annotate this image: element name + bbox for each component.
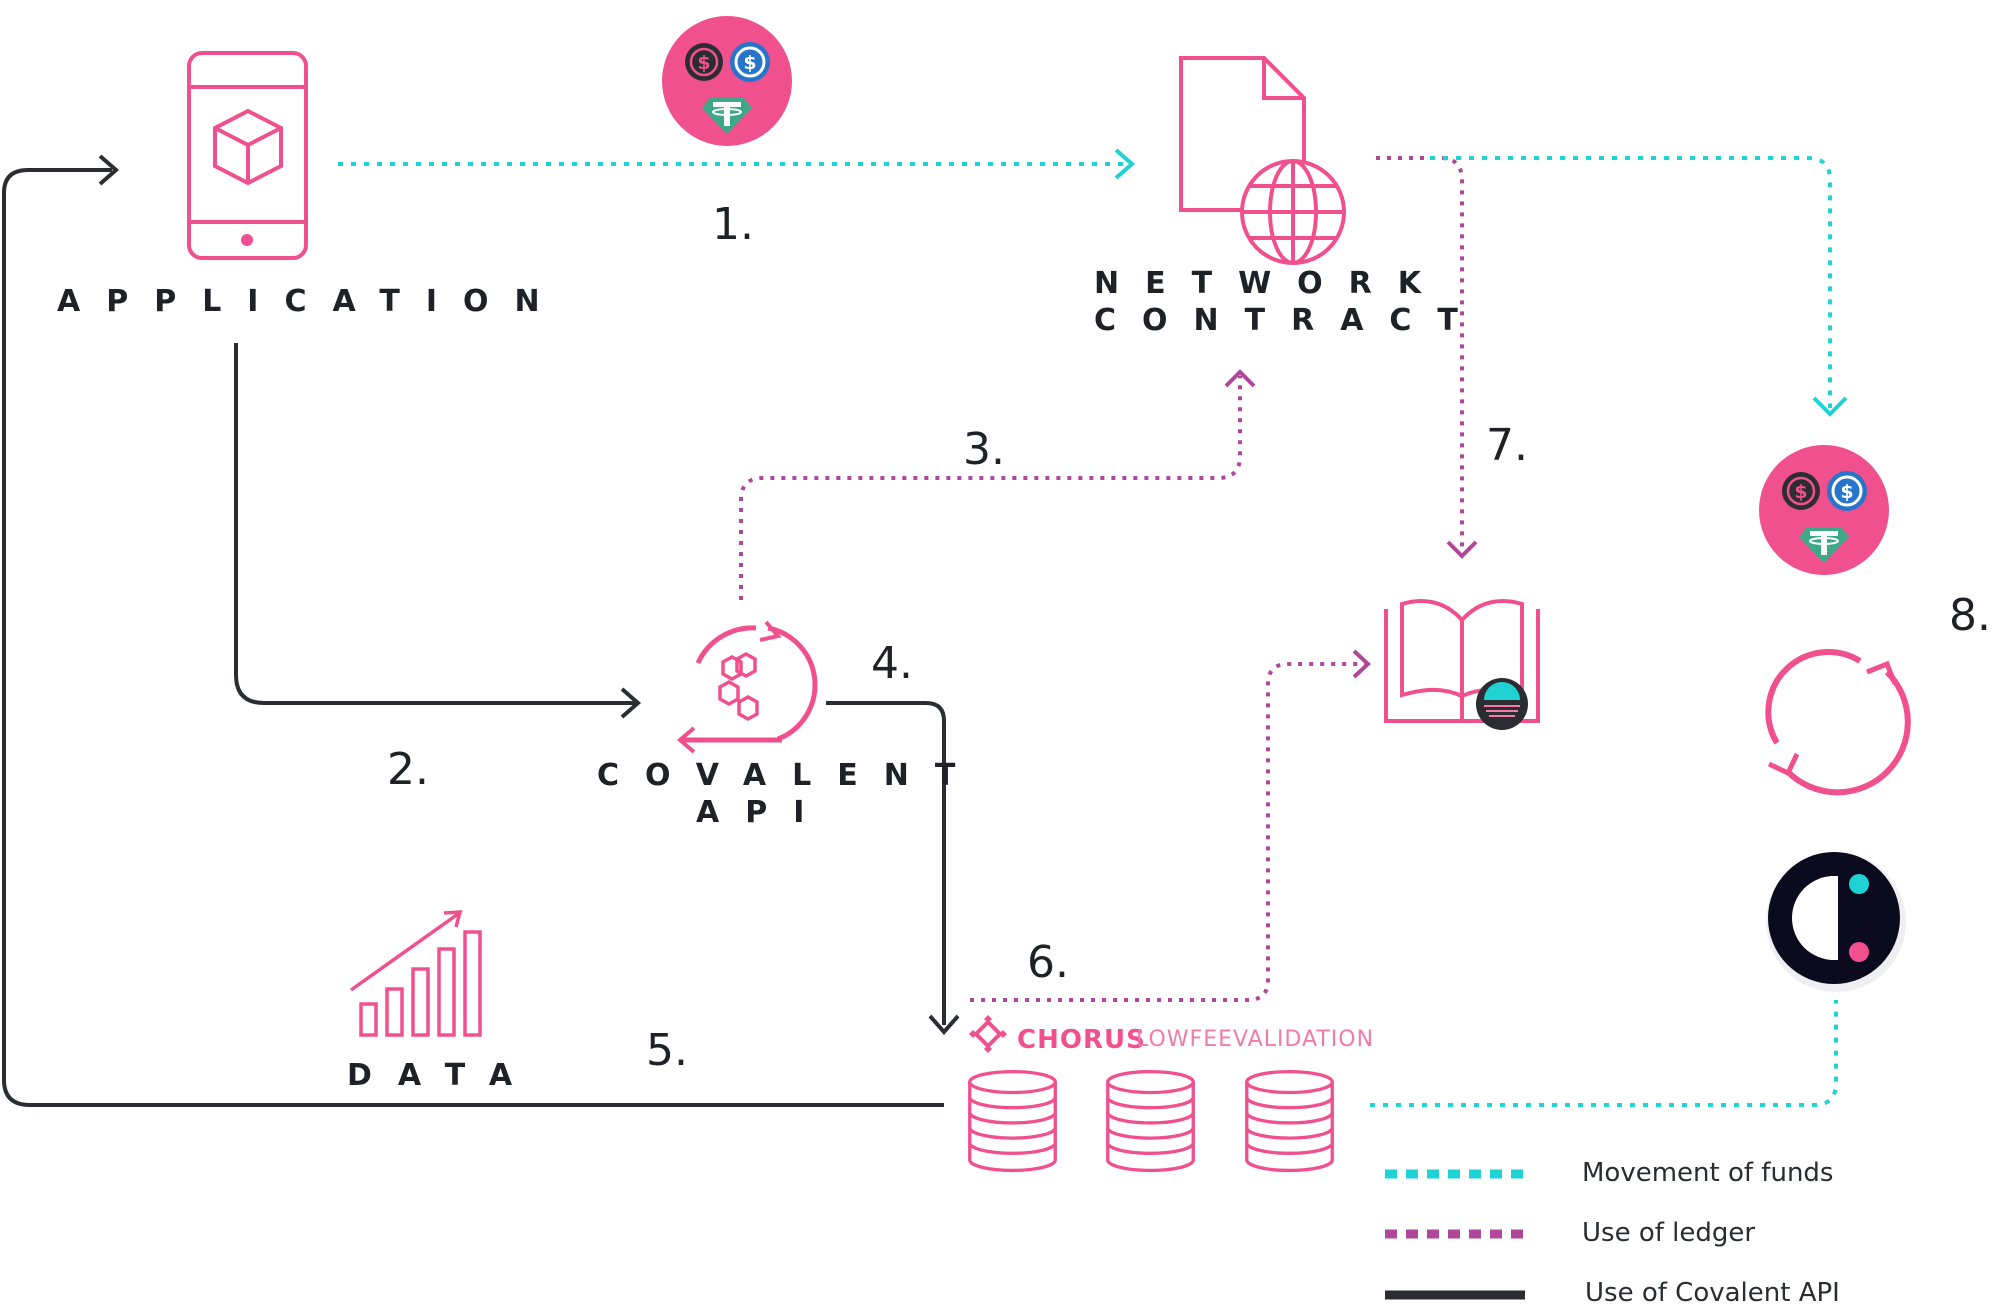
application-label: APPLICATION xyxy=(57,284,566,319)
connector-step-7 xyxy=(1376,156,1478,559)
connector-step-8-funds xyxy=(1430,156,1848,417)
covalent-api-label-line2: API xyxy=(696,795,831,830)
document-globe-icon xyxy=(1179,56,1346,265)
database-icon xyxy=(968,1069,1057,1173)
connector-step-3 xyxy=(739,369,1256,600)
smartphone-cube-icon xyxy=(187,51,308,260)
step-6-label: 6. xyxy=(1027,937,1069,988)
connector-step-2 xyxy=(234,343,642,719)
stablecoin-badge-icon xyxy=(662,16,792,146)
database-icon xyxy=(1245,1069,1334,1173)
chorus-brand-label: CHORUS xyxy=(1017,1025,1146,1055)
data-label: DATA xyxy=(347,1058,539,1093)
connector-step-1 xyxy=(338,148,1136,180)
step-4-label: 4. xyxy=(871,638,913,689)
step-1-label: 1. xyxy=(712,199,754,250)
legend-label-api: Use of Covalent API xyxy=(1585,1278,1840,1304)
circular-arrows-icon xyxy=(1765,648,1911,796)
step-8-label: 8. xyxy=(1949,590,1991,641)
step-2-label: 2. xyxy=(387,744,429,795)
dark-circle-logo-icon xyxy=(1766,852,1906,992)
bar-chart-growth-icon xyxy=(349,910,482,1037)
chorus-subtitle-label: LOWFEEVALIDATION xyxy=(1136,1027,1375,1052)
legend-swatches xyxy=(1385,1169,1525,1300)
connector-step-5 xyxy=(1,154,944,1107)
chorus-logo-icon xyxy=(969,1015,1007,1053)
covalent-refresh-icon xyxy=(676,620,818,754)
stablecoin-badge-icon xyxy=(1759,445,1889,575)
step-7-label: 7. xyxy=(1486,420,1528,471)
connector-validator-to-app xyxy=(1370,1000,1838,1107)
covalent-api-label-line1: COVALENT xyxy=(597,758,982,793)
legend-label-funds: Movement of funds xyxy=(1582,1158,1834,1188)
network-contract-label-line1: NETWORK xyxy=(1094,266,1448,301)
database-icon xyxy=(1106,1069,1195,1173)
step-5-label: 5. xyxy=(646,1025,688,1076)
open-book-icon xyxy=(1384,599,1540,730)
legend-label-ledger: Use of ledger xyxy=(1582,1218,1756,1248)
connector-step-6 xyxy=(970,649,1371,1002)
step-3-label: 3. xyxy=(963,424,1005,475)
network-contract-label-line2: CONTRACT xyxy=(1094,303,1484,338)
connector-step-4 xyxy=(826,701,960,1036)
